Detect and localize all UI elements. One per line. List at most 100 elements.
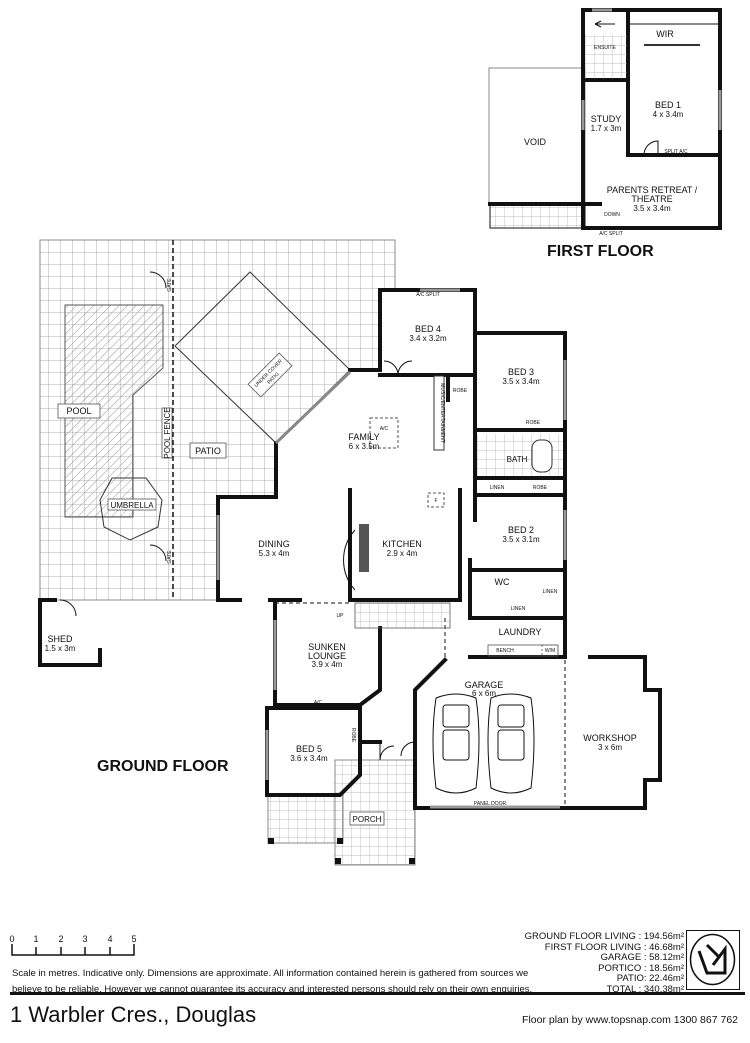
room-label-kitchen: KITCHEN bbox=[382, 539, 422, 549]
area-row: GROUND FLOOR LIVING : 194.56m² bbox=[524, 931, 684, 943]
area-summary: GROUND FLOOR LIVING : 194.56m² FIRST FLO… bbox=[524, 931, 684, 996]
ac-split-label: A/C SPLIT bbox=[599, 231, 623, 237]
area-label: GROUND FLOOR LIVING : bbox=[524, 931, 642, 942]
robe-label-bed5: ROBE bbox=[350, 728, 356, 743]
ground-floor-plan: POOL UMBRELLA POOL FENCE GATE GATE PATIO… bbox=[38, 239, 662, 866]
area-value: 340.38m² bbox=[643, 983, 684, 995]
bench-label: BENCH bbox=[496, 648, 514, 654]
area-value: 22.46m² bbox=[649, 973, 684, 984]
area-value: 18.56m² bbox=[649, 962, 684, 974]
first-floor-plan: ENSUITE WIR BED 1 4 x 3.4m SPLIT A/C STU… bbox=[488, 8, 722, 237]
ground-floor-heading: GROUND FLOOR bbox=[97, 758, 229, 775]
robe-label-bed4: ROBE bbox=[453, 388, 468, 394]
panel-door-label: PANEL DOOR bbox=[474, 801, 507, 807]
pool-shape bbox=[64, 304, 164, 518]
robe-label-bed2: ROBE bbox=[533, 485, 548, 491]
room-label-parents-retreat: PARENTS RETREAT / bbox=[607, 185, 698, 195]
fridge-label: F bbox=[434, 498, 437, 504]
room-label-bed3: BED 3 bbox=[508, 367, 534, 377]
disclaimer-text: Scale in metres. Indicative only. Dimens… bbox=[12, 968, 533, 995]
room-label-bed1: BED 1 bbox=[655, 100, 681, 110]
topsnap-logo bbox=[686, 930, 740, 990]
room-label-patio: PATIO bbox=[195, 446, 221, 456]
area-label: FIRST FLOOR LIVING : bbox=[544, 941, 647, 953]
room-size-kitchen: 2.9 x 4m bbox=[387, 549, 418, 558]
car-icon bbox=[487, 693, 535, 794]
room-label-bed4: BED 4 bbox=[415, 324, 441, 334]
area-label: GARAGE : bbox=[600, 952, 647, 963]
floor-plan: ENSUITE WIR BED 1 4 x 3.4m SPLIT A/C STU… bbox=[9, 8, 722, 956]
room-label-bath: BATH bbox=[507, 455, 528, 464]
footer-divider bbox=[10, 992, 745, 995]
room-label-workshop: WORKSHOP bbox=[583, 733, 637, 743]
room-label-bed2: BED 2 bbox=[508, 525, 534, 535]
robe-label-bed3: ROBE bbox=[526, 420, 541, 426]
room-label-void: VOID bbox=[524, 137, 547, 147]
area-row: TOTAL : 340.38m² bbox=[525, 983, 684, 996]
scale-tick: 0 bbox=[9, 934, 14, 944]
pool-fence-label: POOL FENCE bbox=[163, 407, 172, 458]
room-size-bed2: 3.5 x 3.1m bbox=[502, 535, 540, 544]
room-label-laundry: LAUNDRY bbox=[499, 627, 542, 637]
gate-label-bottom: GATE bbox=[167, 550, 173, 564]
scale-tick: 5 bbox=[131, 934, 136, 944]
ac-split-bed4: A/C SPLIT bbox=[416, 292, 440, 298]
area-label: PATIO: bbox=[616, 973, 647, 984]
linen-label-2: LINEN bbox=[543, 589, 558, 595]
room-size-study: 1.7 x 3m bbox=[591, 124, 622, 133]
gate-label-top: GATE bbox=[167, 278, 173, 292]
room-label-ensuite: ENSUITE bbox=[594, 45, 616, 51]
scale-tick: 2 bbox=[58, 934, 63, 944]
stairs-up-label: UP bbox=[337, 613, 345, 619]
stairs-down-label: DOWN bbox=[604, 212, 620, 218]
area-label: PORTICO : bbox=[598, 962, 647, 974]
ac-label-family: A/C bbox=[380, 426, 389, 432]
umbrella-label: UMBRELLA bbox=[110, 501, 154, 510]
room-label-pool: POOL bbox=[66, 406, 91, 416]
scale-tick: 1 bbox=[33, 934, 38, 944]
room-size-bed1: 4 x 3.4m bbox=[653, 110, 684, 119]
stairs-first-floor bbox=[489, 203, 586, 229]
room-size-workshop: 3 x 6m bbox=[598, 743, 622, 752]
room-size-garage: 6 x 6m bbox=[472, 689, 496, 698]
logo-icon bbox=[689, 933, 736, 986]
room-label-family: FAMILY bbox=[348, 432, 379, 442]
room-size-bed3: 3.5 x 3.4m bbox=[502, 377, 540, 386]
room-label-sunken-lounge: SUNKEN bbox=[308, 642, 346, 652]
area-value: 46.68m² bbox=[649, 941, 684, 953]
linen-label-3: LINEN bbox=[511, 606, 526, 612]
linen-label-1: LINEN bbox=[490, 485, 505, 491]
umbrella-shape bbox=[99, 477, 163, 541]
first-floor-heading: FIRST FLOOR bbox=[547, 243, 654, 260]
room-label-theatre: THEATRE bbox=[631, 194, 672, 204]
ac-label-lounge: A/C bbox=[314, 700, 323, 706]
room-label-wir: WIR bbox=[656, 29, 674, 39]
room-size-family: 6 x 3.5m bbox=[349, 442, 380, 451]
scale-bar: 0 1 2 3 4 5 bbox=[9, 934, 137, 956]
room-label-porch: PORCH bbox=[353, 815, 382, 824]
room-size-shed: 1.5 x 3m bbox=[45, 644, 76, 653]
area-row: PORTICO : 18.56m² bbox=[525, 962, 684, 975]
car-icon bbox=[432, 693, 480, 794]
area-value: 58.12m² bbox=[649, 952, 684, 963]
room-label-wc: WC bbox=[495, 577, 510, 587]
area-label: TOTAL : bbox=[606, 983, 642, 995]
area-row: FIRST FLOOR LIVING : 46.68m² bbox=[525, 941, 684, 954]
area-row: PATIO: 22.46m² bbox=[525, 973, 684, 985]
void-area bbox=[488, 67, 586, 206]
ac-label-bed1: SPLIT A/C bbox=[664, 149, 688, 155]
area-value: 194.56m² bbox=[643, 931, 684, 942]
property-address: 1 Warbler Cres., Douglas bbox=[10, 1002, 257, 1027]
room-size-bed4: 3.4 x 3.2m bbox=[409, 334, 447, 343]
room-label-garage: GARAGE bbox=[465, 680, 504, 690]
room-label-dining: DINING bbox=[258, 539, 290, 549]
floor-plan-credit: Floor plan by www.topsnap.com 1300 867 7… bbox=[522, 1014, 738, 1026]
room-label-sunken-lounge-2: LOUNGE bbox=[308, 651, 346, 661]
ensuite-tiles bbox=[585, 34, 627, 79]
room-size-bed5: 3.6 x 3.4m bbox=[290, 754, 328, 763]
room-size-dining: 5.3 x 4m bbox=[259, 549, 290, 558]
scale-tick: 3 bbox=[82, 934, 87, 944]
porch-grid bbox=[267, 794, 344, 844]
room-label-study: STUDY bbox=[591, 114, 622, 124]
room-size-parents-retreat: 3.5 x 3.4m bbox=[633, 204, 671, 213]
